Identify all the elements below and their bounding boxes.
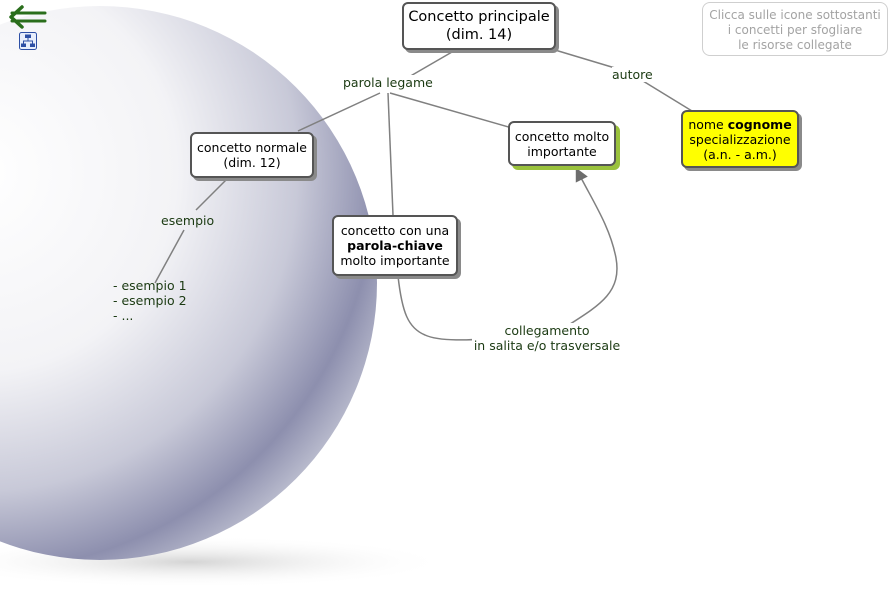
link-normal-to-example-label [195, 178, 228, 211]
important-concept-line-2: importante [527, 143, 597, 159]
link-example-label-to-list [154, 229, 185, 284]
link-crosslink-label-to-important [566, 167, 618, 327]
author-specialization: specializzazione [689, 131, 791, 147]
examples-list: - esempio 1 - esempio 2 - ... [113, 278, 187, 323]
hint-box: Clicca sulle icone sottostanti i concett… [702, 2, 888, 56]
main-concept-title: Concetto principale [408, 9, 550, 25]
decorative-sphere [0, 6, 377, 560]
link-main-to-author-label [554, 49, 616, 69]
normal-concept-node[interactable]: concetto normale (dim. 12) [190, 132, 314, 178]
author-surname: cognome [727, 116, 792, 132]
link-linkword-to-important [389, 92, 513, 129]
hint-line-2: i concetti per sfogliare [727, 23, 863, 37]
concept-map-glyph [19, 32, 37, 50]
example-link-label: esempio [161, 213, 215, 228]
important-concept-node[interactable]: concetto molto importante [508, 121, 616, 166]
link-linkword-to-keyword [387, 92, 394, 216]
link-linkword-to-normal [297, 92, 381, 132]
author-name: nome [688, 116, 728, 132]
back-arrow-icon[interactable] [8, 4, 48, 30]
example-item-1: - esempio 1 [113, 278, 187, 293]
keyword-concept-line-1: concetto con una [340, 223, 450, 238]
keyword-concept-node[interactable]: concetto con una parola-chiave molto imp… [332, 215, 458, 276]
main-concept-node[interactable]: Concetto principale (dim. 14) [402, 2, 556, 50]
crosslink-line-1: collegamento [504, 323, 590, 338]
back-arrow-glyph [9, 5, 47, 29]
crosslink-label: collegamento in salita e/o trasversale [472, 323, 622, 353]
author-dates: (a.n. - a.m.) [703, 146, 777, 162]
author-node[interactable]: nome cognome specializzazione (a.n. - a.… [681, 110, 799, 168]
hint-line-1: Clicca sulle icone sottostanti [709, 8, 881, 22]
main-concept-size: (dim. 14) [445, 27, 513, 43]
concept-map-icon[interactable] [19, 32, 37, 50]
example-item-3: - ... [113, 308, 134, 323]
author-link-label: autore [612, 67, 653, 82]
link-author-label-to-author [642, 80, 693, 112]
important-concept-line-1: concetto molto [514, 128, 610, 144]
hint-line-3: le risorse collegate [738, 38, 852, 52]
example-item-2: - esempio 2 [113, 293, 187, 308]
normal-concept-size: (dim. 12) [223, 155, 281, 170]
crosslink-line-2: in salita e/o trasversale [473, 338, 621, 353]
keyword-concept-line-3: molto importante [340, 253, 450, 268]
normal-concept-title: concetto normale [197, 140, 307, 155]
keyword-concept-keyword: parola-chiave [347, 238, 443, 253]
link-word-label: parola legame [343, 75, 433, 90]
